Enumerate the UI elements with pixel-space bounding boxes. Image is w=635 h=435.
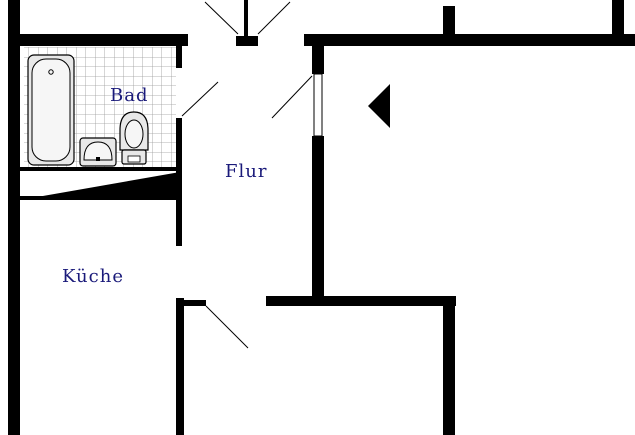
wall-hall-right-lower [312,136,324,306]
wall-room-top-left [180,300,206,306]
wall-hall-right-upper [312,46,324,74]
wall-room-top-right [266,296,456,306]
wall-right-top [612,0,624,46]
door-kitchen [205,305,249,349]
wall-room-right [443,296,455,435]
door-room-right [271,75,313,119]
wall-wedge [20,172,180,200]
room-label-bath: Bad [110,85,149,106]
wall-bath-bottom [20,167,182,171]
wall-door-jamb [236,36,258,46]
triangle-left-icon [368,84,390,128]
wall-kitchen-right-lower [176,298,184,435]
door-entry-left [204,1,239,35]
sink-icon [79,137,117,167]
door-entry-right [257,1,291,35]
wall-top-right [304,34,635,46]
door-bath [181,81,219,117]
toilet-icon [119,111,149,165]
wall-top-right-stub [443,6,455,36]
wall-window [313,73,323,137]
room-label-hallway: Flur [225,161,268,182]
wall-bath-top [8,34,188,46]
wall-bath-right-upper [176,46,182,68]
door-swings [181,1,313,349]
room-label-kitchen: Küche [62,266,124,287]
wall-door-post [244,0,248,36]
wall-left-outer [8,0,20,435]
bathtub-icon [27,54,75,166]
